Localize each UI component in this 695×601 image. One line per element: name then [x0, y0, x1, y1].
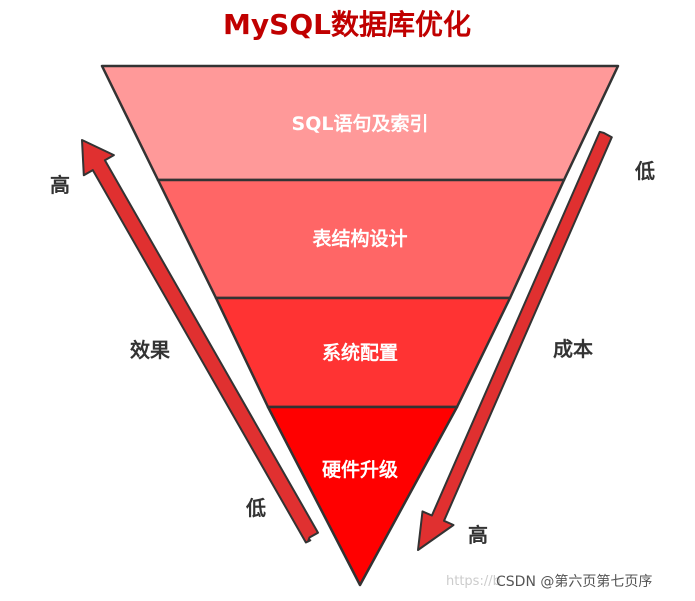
effect-high-label: 高	[50, 173, 70, 197]
cost-arrow-down	[417, 130, 613, 551]
cost-low-label: 低	[634, 159, 655, 183]
layer-label-hardware-upgrade: 硬件升级	[322, 458, 398, 481]
watermark-url: https://b	[446, 574, 501, 589]
layer-label-table-design: 表结构设计	[312, 227, 407, 250]
cost-high-label: 高	[468, 523, 488, 547]
layer-label-sql-index: SQL语句及索引	[292, 112, 429, 135]
effect-low-label: 低	[245, 496, 266, 520]
effect-axis-label: 效果	[130, 338, 170, 362]
cost-axis-label: 成本	[553, 337, 593, 361]
effect-arrow-up	[81, 139, 319, 544]
layer-hardware-upgrade	[266, 405, 459, 587]
watermark-csdn: CSDN @第六页第七页序	[496, 573, 652, 590]
diagram-title: MySQL数据库优化	[223, 8, 471, 41]
layer-label-system-config: 系统配置	[322, 341, 398, 364]
